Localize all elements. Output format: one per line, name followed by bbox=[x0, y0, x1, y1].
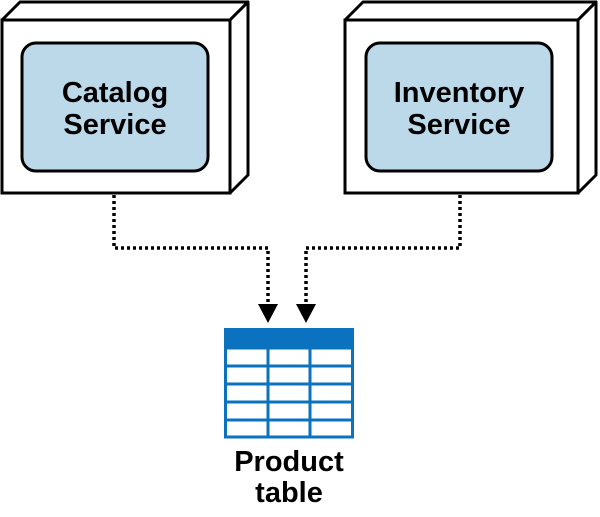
catalog-service-inner-box bbox=[20, 41, 210, 173]
product-table-label-line1: Product bbox=[234, 446, 344, 478]
product-table-label-line2: table bbox=[255, 477, 323, 509]
inventory-connector-line bbox=[304, 195, 462, 306]
catalog-service-label-line2: Service bbox=[63, 109, 166, 141]
inventory-service-inner-box bbox=[364, 41, 554, 173]
table-body bbox=[224, 346, 354, 439]
inventory-service-label-line1: Inventory bbox=[394, 77, 525, 109]
catalog-service-side-face bbox=[228, 0, 250, 195]
catalog-service-node: Catalog Service bbox=[0, 0, 250, 195]
inventory-service-label-line2: Service bbox=[407, 109, 510, 141]
catalog-connector-arrowhead bbox=[258, 304, 278, 323]
inventory-service-side-face bbox=[576, 0, 598, 195]
table-header-bar bbox=[224, 328, 354, 348]
inventory-to-product-connector bbox=[296, 195, 462, 323]
catalog-connector-line bbox=[112, 195, 270, 306]
inventory-connector-arrowhead bbox=[296, 304, 316, 323]
product-table-icon bbox=[224, 328, 354, 439]
catalog-service-top-face bbox=[0, 0, 250, 22]
inventory-service-top-face bbox=[343, 0, 598, 22]
catalog-service-label-line1: Catalog bbox=[62, 77, 168, 109]
inventory-service-node: Inventory Service bbox=[343, 0, 598, 195]
catalog-to-product-connector bbox=[112, 195, 278, 323]
